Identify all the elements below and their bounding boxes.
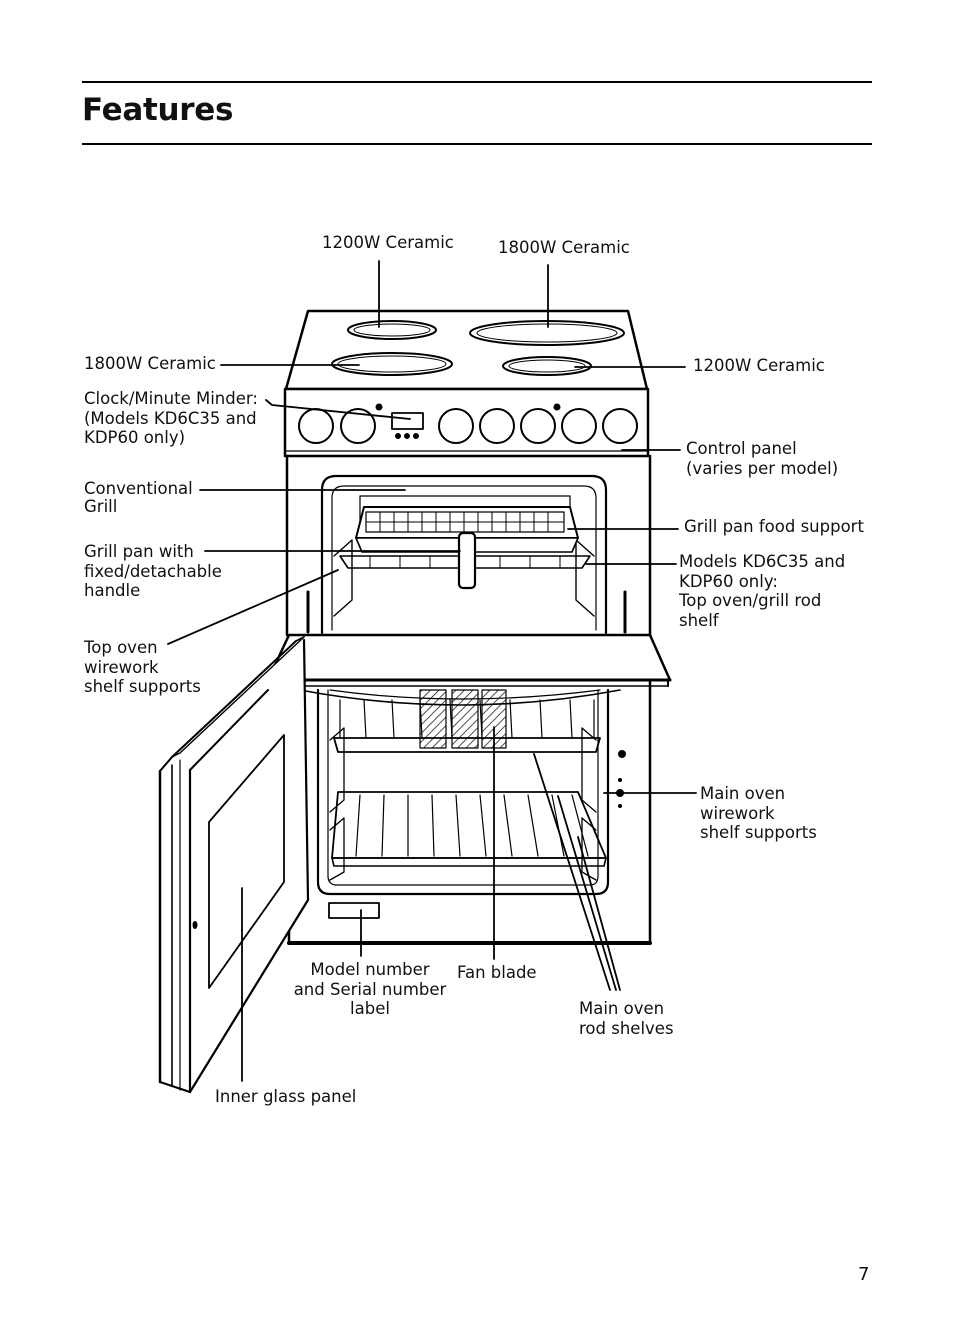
label-conventional-grill: Conventional Grill — [84, 479, 193, 516]
serial-number-label — [328, 902, 380, 919]
control-panel — [283, 387, 650, 458]
label-hob-rear-left: 1200W Ceramic — [322, 233, 454, 252]
top-oven — [320, 474, 608, 635]
label-control-panel: Control panel (varies per model) — [686, 439, 839, 478]
clock-display — [391, 412, 424, 430]
page-number: 7 — [858, 1264, 870, 1285]
label-top-oven-supports: Top oven wirework shelf supports — [84, 638, 201, 696]
title-underline — [82, 143, 872, 145]
label-main-oven-rod-shelves: Main oven rod shelves — [579, 999, 674, 1038]
label-hob-front-left: 1800W Ceramic — [84, 354, 216, 373]
label-main-oven-supports: Main oven wirework shelf supports — [700, 784, 817, 842]
hob-ring-front-left — [331, 352, 453, 376]
hob-ring-front-right — [502, 356, 592, 376]
hob-ring-rear-left — [347, 320, 437, 340]
label-grill-pan-food-support: Grill pan food support — [684, 517, 864, 536]
label-hob-rear-right: 1800W Ceramic — [498, 238, 630, 257]
hob — [284, 309, 649, 391]
label-hob-front-right: 1200W Ceramic — [693, 356, 825, 375]
label-top-oven-rod-shelf: Models KD6C35 and KDP60 only: Top oven/g… — [679, 552, 846, 630]
label-model-serial: Model number and Serial number label — [293, 960, 447, 1018]
hob-ring-rear-right — [469, 320, 625, 346]
page-title: Features — [82, 92, 234, 128]
top-oven-door — [266, 590, 672, 687]
label-clock: Clock/Minute Minder: (Models KD6C35 and … — [84, 389, 258, 447]
label-grill-pan-handle: Grill pan with fixed/detachable handle — [84, 542, 222, 600]
main-oven — [299, 688, 626, 919]
door-glass-panel — [208, 734, 285, 989]
leader-lines — [167, 260, 697, 1082]
main-oven-door — [158, 636, 310, 1094]
grill-pan-handle — [457, 531, 477, 590]
label-inner-glass-panel: Inner glass panel — [215, 1087, 357, 1106]
top-rule — [82, 81, 872, 83]
label-fan-blade: Fan blade — [457, 963, 537, 982]
